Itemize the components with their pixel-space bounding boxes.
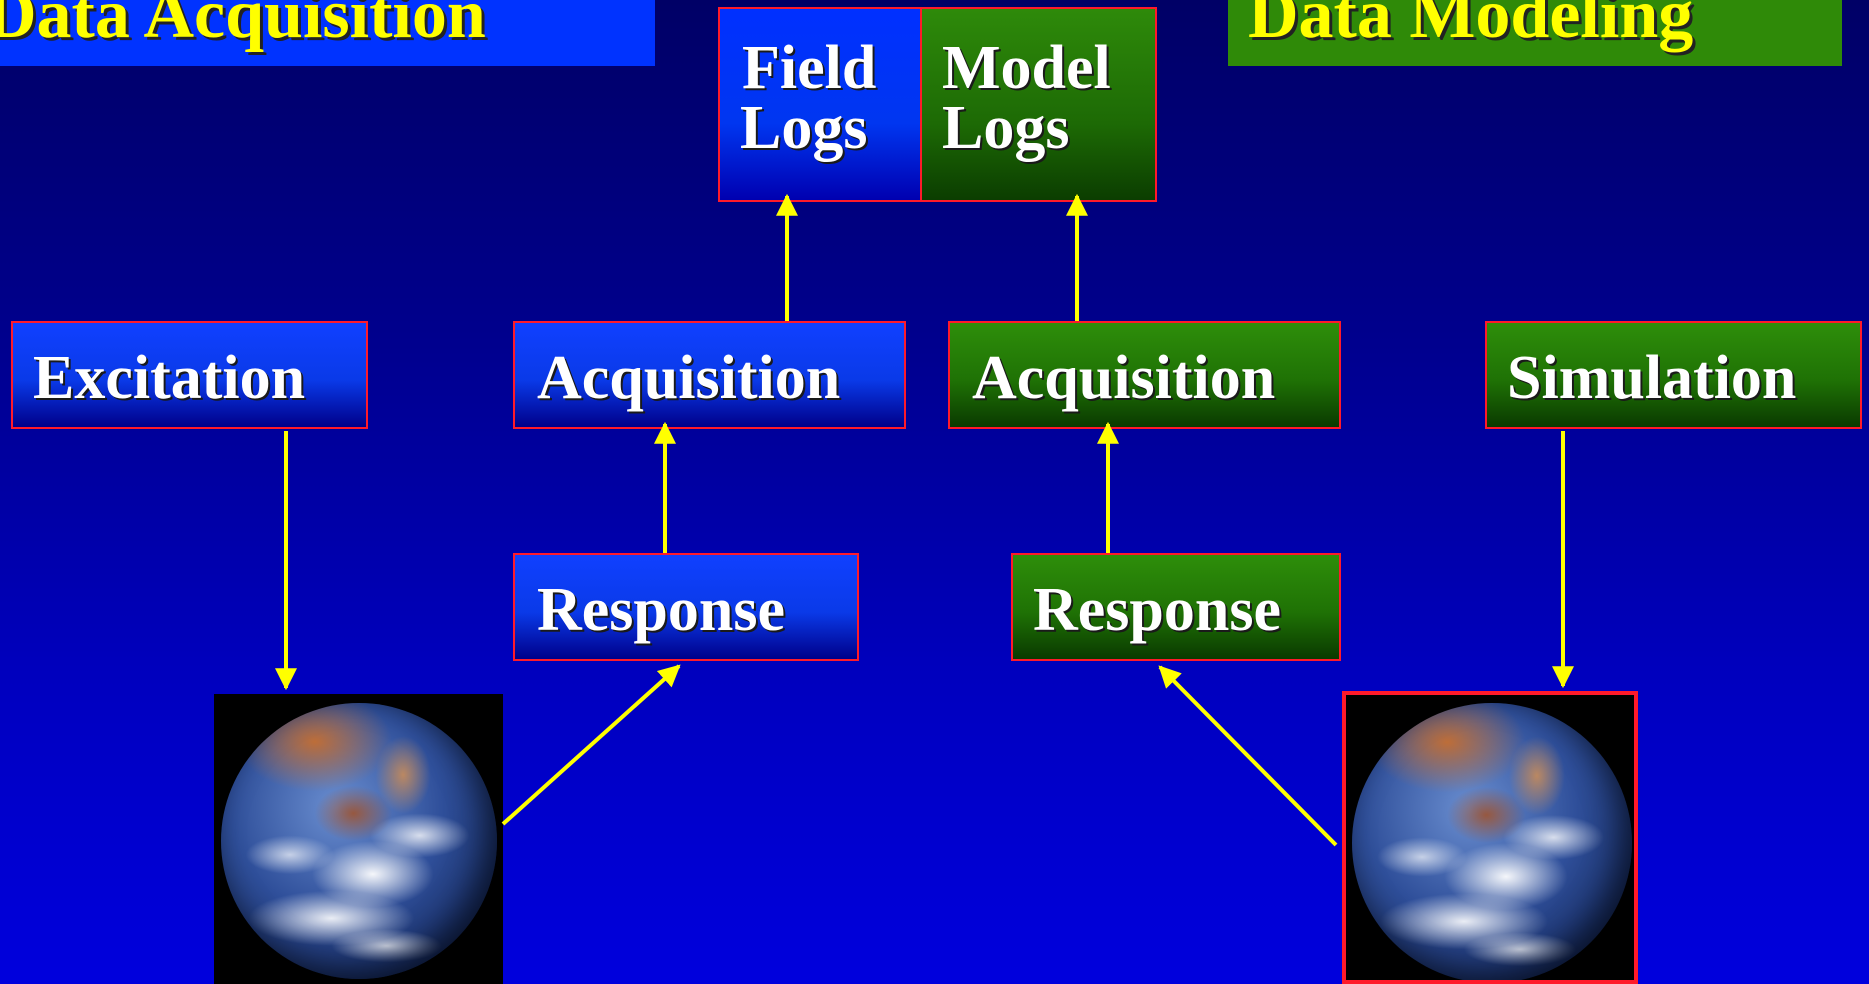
model-logs-line1: Model xyxy=(942,34,1111,102)
earth-image-acquisition xyxy=(214,694,503,984)
excitation-box: Excitation xyxy=(11,321,368,429)
model-logs-box: Model Logs xyxy=(920,7,1157,202)
earth-image-modeling xyxy=(1342,691,1638,984)
data-modeling-title: Data Modeling xyxy=(1228,0,1842,66)
model-response-label: Response xyxy=(1033,576,1282,644)
data-acquisition-title: Data Acquisition xyxy=(0,0,655,66)
field-response-box: Response xyxy=(513,553,859,661)
field-response-label: Response xyxy=(537,576,786,644)
field-logs-box: Field Logs xyxy=(718,7,922,202)
field-acquisition-label: Acquisition xyxy=(537,344,841,412)
simulation-label: Simulation xyxy=(1507,344,1797,412)
simulation-box: Simulation xyxy=(1485,321,1862,429)
model-acquisition-box: Acquisition xyxy=(948,321,1341,429)
arrow-earth-to-field-response xyxy=(501,664,681,826)
arrow-earth-to-model-response xyxy=(1158,665,1338,847)
field-acquisition-box: Acquisition xyxy=(513,321,906,429)
data-acquisition-title-text: Data Acquisition xyxy=(0,0,486,53)
field-logs-line2: Logs xyxy=(740,94,868,162)
model-logs-line2: Logs xyxy=(942,94,1070,162)
model-response-box: Response xyxy=(1011,553,1341,661)
excitation-label: Excitation xyxy=(33,344,306,412)
data-modeling-title-text: Data Modeling xyxy=(1248,0,1694,53)
model-acquisition-label: Acquisition xyxy=(972,344,1276,412)
field-logs-line1: Field xyxy=(742,34,877,102)
earth-globe-left xyxy=(221,703,497,979)
earth-globe-right xyxy=(1352,703,1632,980)
